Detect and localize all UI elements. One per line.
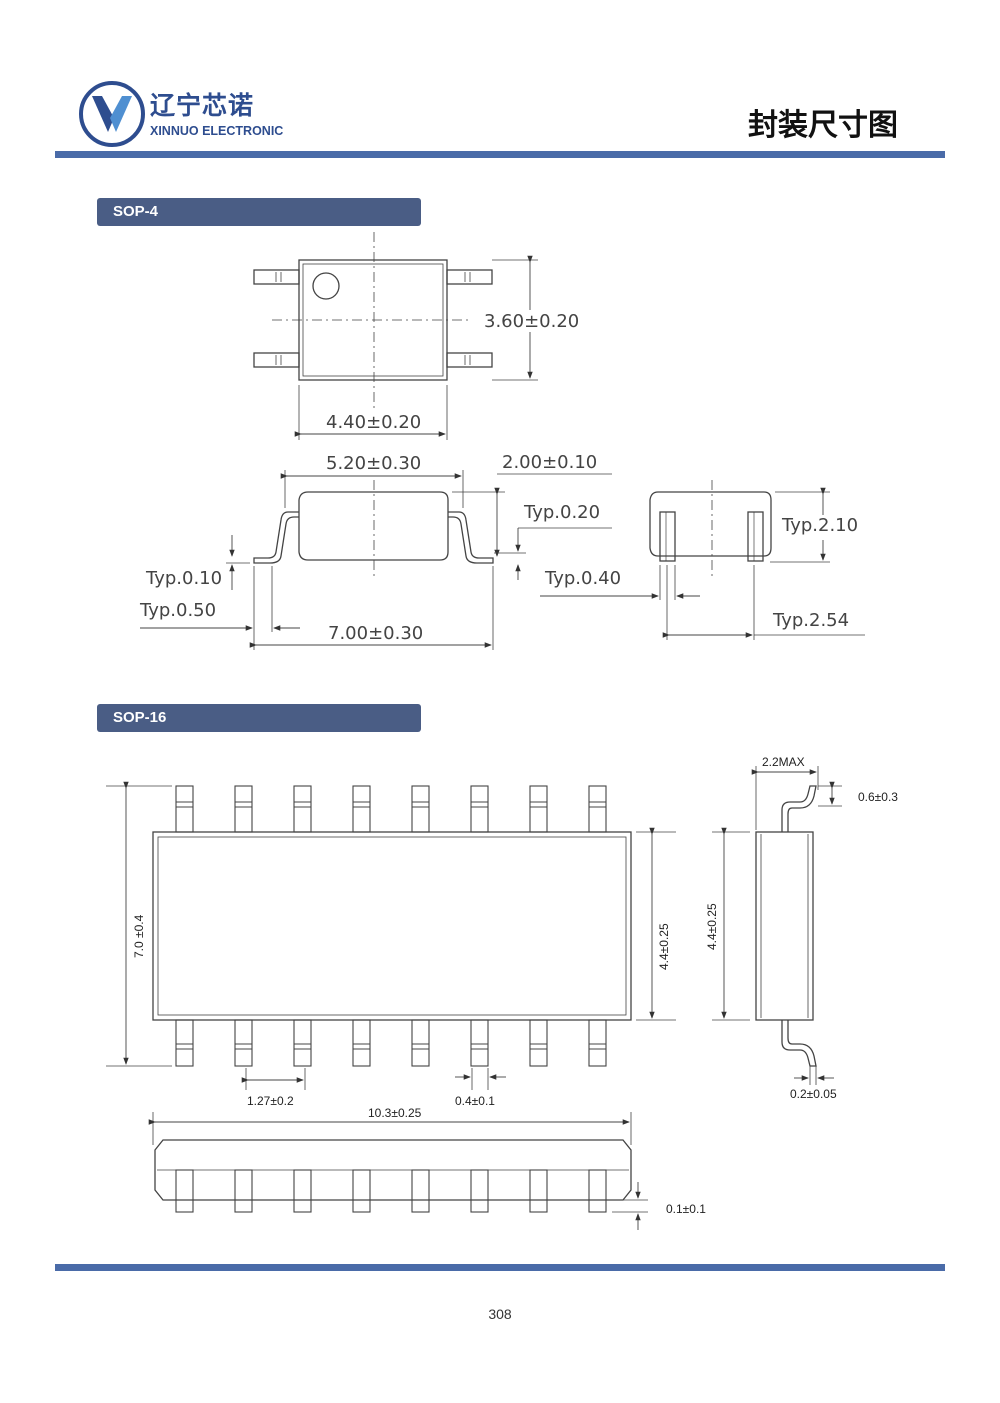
dim-sop4-height: 3.60±0.20 [484,311,579,332]
dim-sop4-total-height: 2.00±0.10 [502,452,597,473]
section-label: SOP-16 [113,709,167,726]
sop16-front-view [148,1112,648,1230]
dim-sop16-lead-width: 0.4±0.1 [455,1094,495,1108]
dim-sop16-max-height: 2.2MAX [762,755,805,769]
dim-sop4-side-height: Typ.2.10 [781,515,858,536]
dim-sop4-body-width: 4.40±0.20 [326,412,421,433]
dim-sop16-pitch: 1.27±0.2 [247,1094,294,1108]
company-logo: 辽宁芯诺 XINNUO ELECTRONIC [78,80,283,150]
sop4-top-view [253,232,538,440]
xinnuo-logo-icon [79,81,145,147]
dim-sop4-lead-width: Typ.0.40 [544,568,621,589]
section-header-sop16: SOP-16 [97,704,421,732]
logo-chinese-name: 辽宁芯诺 [150,91,255,120]
sop4-front-view [140,470,612,650]
section-label: SOP-4 [113,203,159,220]
dim-sop4-span: 7.00±0.30 [328,623,423,644]
dim-sop16-body-height: 4.4±0.25 [657,923,671,970]
sop16-top-view [106,781,676,1090]
page-title: 封装尺寸图 [748,108,898,143]
dim-sop16-side-body-height: 4.4±0.25 [705,903,719,950]
dim-sop4-body-length: 5.20±0.30 [326,453,421,474]
footer-divider [55,1264,945,1271]
header-divider [55,151,945,158]
dim-sop4-standoff: Typ.0.10 [145,568,222,589]
dim-sop4-lead-foot: Typ.0.50 [139,600,216,621]
page-number: 308 [488,1306,512,1322]
dim-sop16-standoff: 0.1±0.1 [666,1202,706,1216]
dim-sop16-total-width: 7.0 ±0.4 [132,914,146,958]
section-header-sop4: SOP-4 [97,198,421,226]
dim-sop4-lead-thickness: Typ.0.20 [523,502,600,523]
dim-sop4-pitch: Typ.2.54 [772,610,849,631]
dim-sop16-body-length: 10.3±0.25 [368,1106,422,1120]
logo-english-name: XINNUO ELECTRONIC [150,124,284,138]
dim-sop16-lead-length: 0.6±0.3 [858,790,898,804]
sop4-side-view [540,480,865,640]
dim-sop16-lead-thickness: 0.2±0.05 [790,1087,837,1101]
sop16-side-view [712,766,842,1085]
